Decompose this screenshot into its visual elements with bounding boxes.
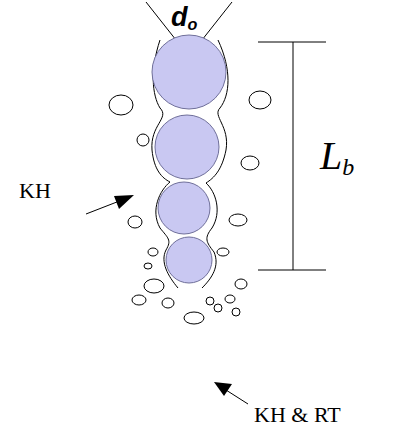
drop	[152, 35, 226, 109]
satellite-droplet	[144, 279, 164, 293]
satellite-droplets	[109, 91, 271, 324]
satellite-droplet	[217, 248, 229, 256]
drop	[155, 115, 219, 179]
satellite-droplet	[225, 295, 235, 303]
drop	[166, 237, 212, 283]
drop	[158, 182, 210, 234]
satellite-droplet	[184, 312, 204, 324]
satellite-droplet	[241, 156, 259, 170]
satellite-droplet	[206, 297, 214, 305]
satellite-droplet	[235, 279, 247, 289]
nozzle-line	[202, 2, 232, 40]
diameter-label: do	[171, 4, 197, 32]
satellite-droplet	[148, 248, 158, 256]
satellite-droplet	[137, 134, 149, 146]
satellite-droplet	[132, 295, 146, 305]
satellite-droplet	[232, 308, 240, 316]
satellite-droplet	[162, 298, 174, 308]
instability-label: KH	[19, 180, 51, 202]
satellite-droplet	[109, 95, 133, 115]
instability-label: KH & RT	[254, 404, 341, 426]
length-bracket	[258, 42, 326, 270]
length-label: Lb	[320, 136, 354, 179]
satellite-droplet	[214, 304, 222, 312]
satellite-droplet	[128, 216, 142, 228]
satellite-droplet	[229, 214, 247, 226]
pointer-arrow	[86, 195, 134, 214]
satellite-droplet	[144, 263, 152, 269]
pointer-arrow	[214, 382, 248, 404]
satellite-droplet	[249, 91, 271, 109]
